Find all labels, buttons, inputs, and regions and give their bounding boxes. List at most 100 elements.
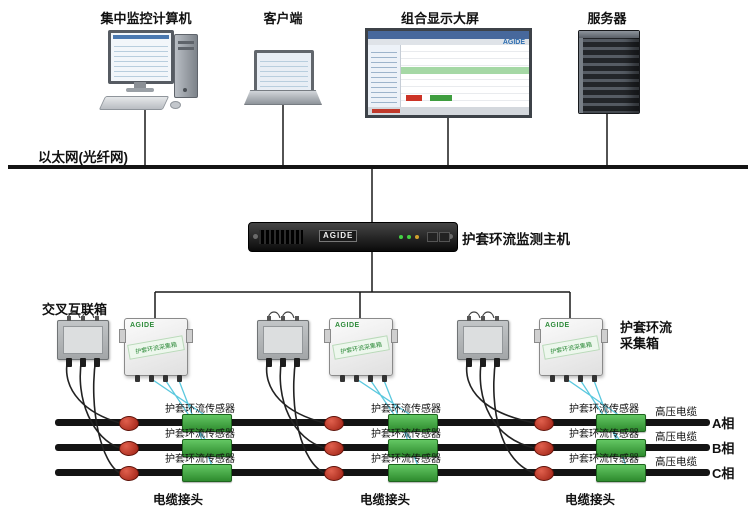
collector-port xyxy=(177,375,182,382)
cross-interconnect-box-1 xyxy=(57,316,109,367)
host-screw-right xyxy=(448,234,453,239)
mount-tab xyxy=(324,329,331,343)
collector-strip-text: 护套环流采集箱 xyxy=(332,335,390,360)
sensor-label: 护套环流传感器 xyxy=(569,454,639,465)
cable-gland xyxy=(294,358,300,367)
cable-joint xyxy=(119,441,139,456)
host-label: 护套环流监测主机 xyxy=(462,232,570,247)
junction-post xyxy=(267,316,271,321)
sidebar-text-lines xyxy=(371,48,397,104)
sheath-current-sensor xyxy=(182,439,232,457)
keyboard xyxy=(98,96,170,110)
statusbar-red-segment xyxy=(372,109,400,113)
junction-post xyxy=(281,316,285,321)
monitor-stand xyxy=(134,82,146,88)
collector-port xyxy=(354,375,359,382)
sheath-current-sensor xyxy=(388,439,438,457)
display-brand-text: AGIDE xyxy=(502,39,525,46)
sensor-label: 护套环流传感器 xyxy=(569,404,639,415)
tower-drive-slot xyxy=(178,41,194,44)
sensor-label: 护套环流传感器 xyxy=(569,429,639,440)
cable-joint xyxy=(119,466,139,481)
hv-cable-phase-c xyxy=(55,469,710,476)
server-left-rail xyxy=(579,38,583,113)
host-port-1 xyxy=(427,232,438,242)
phase-c-label: C相 xyxy=(712,466,735,481)
junction-post xyxy=(481,316,485,321)
phase-a-label: A相 xyxy=(712,416,735,431)
computer-tower xyxy=(174,34,198,98)
collector-port xyxy=(368,375,373,382)
collector-box-1: AGIDE 护套环流采集箱 xyxy=(119,318,193,382)
server-top-face xyxy=(579,31,639,38)
host-led-1 xyxy=(399,235,403,239)
display-highlight-row xyxy=(401,67,529,74)
sheath-current-sensor xyxy=(596,439,646,457)
display-sidebar xyxy=(368,45,401,107)
junction-panel xyxy=(63,326,103,354)
host-brand-text: AGIDE xyxy=(319,230,358,242)
display-wall-label: 组合显示大屏 xyxy=(400,11,479,26)
hv-cable-label-a: 高压电缆 xyxy=(655,406,697,418)
hv-cable-label-b: 高压电缆 xyxy=(655,431,697,443)
sensor-label: 护套环流传感器 xyxy=(371,454,441,465)
sheath-current-sensor xyxy=(182,414,232,432)
cross-interconnect-box-2 xyxy=(257,316,309,367)
collector-port xyxy=(550,375,555,382)
cable-joint xyxy=(534,416,554,431)
host-screw-left xyxy=(253,234,258,239)
host-vents xyxy=(259,230,303,244)
display-green-chip xyxy=(430,95,452,101)
large-display: AGIDE xyxy=(365,28,532,118)
monitoring-host-device: AGIDE xyxy=(248,222,458,252)
display-frame: AGIDE xyxy=(365,28,532,118)
cross-interconnect-box-3 xyxy=(457,316,509,367)
collector-box-2: AGIDE 护套环流采集箱 xyxy=(324,318,398,382)
sensor-label: 护套环流传感器 xyxy=(165,404,235,415)
collector-port xyxy=(564,375,569,382)
cable-gland xyxy=(466,358,472,367)
sheath-current-sensor xyxy=(388,464,438,482)
junction-post xyxy=(295,316,299,321)
display-menubar xyxy=(368,39,529,45)
display-red-chip xyxy=(406,95,422,101)
collector-port xyxy=(578,375,583,382)
phase-b-label: B相 xyxy=(712,441,735,456)
client-label: 客户端 xyxy=(263,11,303,26)
tower-drive-slot2 xyxy=(178,47,194,50)
host-led-3 xyxy=(415,235,419,239)
ethernet-label: 以太网(光纤网) xyxy=(38,150,128,165)
collector-strip-text: 护套环流采集箱 xyxy=(127,335,185,360)
server xyxy=(578,30,640,114)
collector-strip-text: 护套环流采集箱 xyxy=(542,335,600,360)
laptop-content xyxy=(260,57,308,90)
mount-tab xyxy=(601,329,608,343)
mount-tab xyxy=(391,329,398,343)
monitor-content xyxy=(114,42,168,78)
collector-port xyxy=(135,375,140,382)
server-label: 服务器 xyxy=(587,11,627,26)
monitor-base xyxy=(126,88,154,92)
joint-label-2: 电缆接头 xyxy=(359,493,410,507)
collector-port xyxy=(592,375,597,382)
collector-brand-text: AGIDE xyxy=(545,322,570,329)
sensor-label: 护套环流传感器 xyxy=(165,429,235,440)
collector-brand-text: AGIDE xyxy=(335,322,360,329)
collector-box-3: AGIDE 护套环流采集箱 xyxy=(534,318,608,382)
junction-post xyxy=(467,316,471,321)
monitor-titlebar xyxy=(113,35,169,39)
cable-gland xyxy=(94,358,100,367)
cable-gland xyxy=(480,358,486,367)
cable-gland xyxy=(494,358,500,367)
junction-post xyxy=(81,316,85,321)
sensor-label: 护套环流传感器 xyxy=(371,404,441,415)
cable-joint xyxy=(534,441,554,456)
laptop-screen xyxy=(254,50,314,96)
sensor-label: 护套环流传感器 xyxy=(371,429,441,440)
junction-post xyxy=(95,316,99,321)
ethernet-bus-line xyxy=(8,165,748,169)
display-statusbar xyxy=(368,107,529,115)
host-led-2 xyxy=(407,235,411,239)
cable-gland xyxy=(66,358,72,367)
